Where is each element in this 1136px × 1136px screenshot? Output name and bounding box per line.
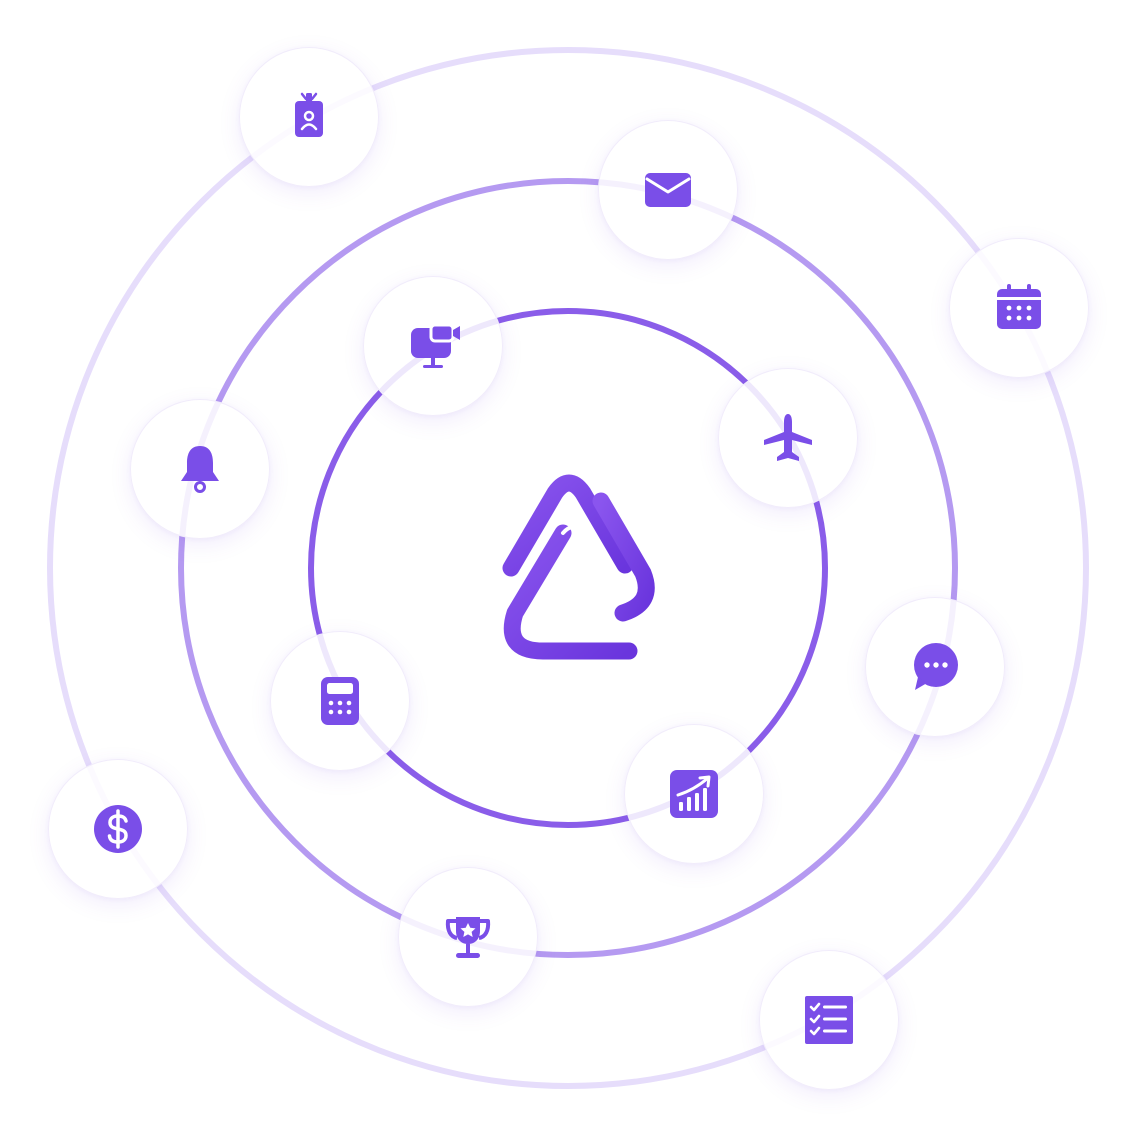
outer-orbit-ring bbox=[47, 47, 1089, 1089]
mail-node[interactable] bbox=[598, 120, 738, 260]
airplane-icon bbox=[764, 414, 812, 461]
chat-node[interactable] bbox=[865, 597, 1005, 737]
mail-icon bbox=[645, 173, 691, 207]
dollar-icon bbox=[94, 805, 142, 853]
id-badge-node[interactable] bbox=[239, 47, 379, 187]
analytics-node[interactable] bbox=[624, 724, 764, 864]
checklist-icon bbox=[805, 996, 853, 1044]
growth-chart-icon bbox=[670, 770, 718, 818]
calculator-node[interactable] bbox=[270, 631, 410, 771]
id-badge-icon bbox=[295, 92, 323, 137]
airplane-node[interactable] bbox=[718, 368, 858, 508]
achievements-node[interactable] bbox=[398, 867, 538, 1007]
calendar-icon bbox=[997, 284, 1041, 329]
brand-logo-icon bbox=[502, 474, 655, 660]
trophy-icon bbox=[445, 917, 491, 958]
inner-orbit-ring bbox=[308, 308, 828, 828]
notification-node[interactable] bbox=[130, 399, 270, 539]
bell-icon bbox=[181, 446, 219, 493]
video-conference-node[interactable] bbox=[363, 276, 503, 416]
middle-orbit-ring bbox=[178, 178, 958, 958]
calendar-node[interactable] bbox=[949, 238, 1089, 378]
calculator-icon bbox=[321, 677, 359, 725]
tasks-node[interactable] bbox=[759, 950, 899, 1090]
chat-icon bbox=[914, 643, 958, 690]
video-conference-icon bbox=[411, 323, 460, 368]
payments-node[interactable] bbox=[48, 759, 188, 899]
